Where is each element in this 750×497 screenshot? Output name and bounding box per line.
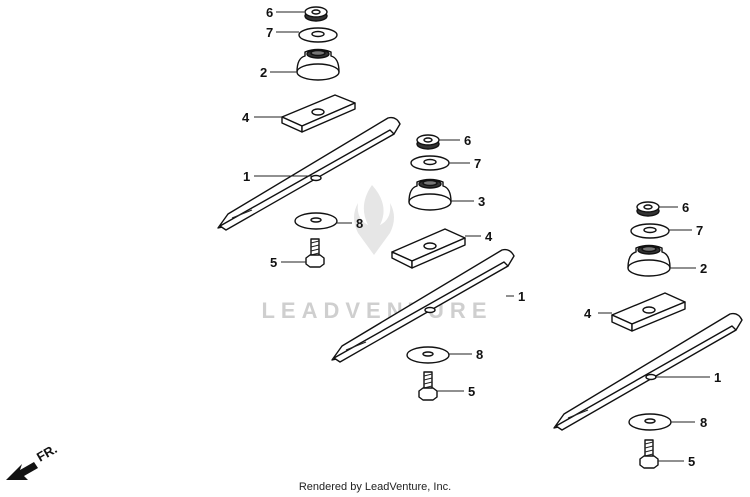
hub-icon	[627, 244, 671, 277]
washer-small-icon	[636, 201, 660, 217]
blade-icon	[331, 248, 515, 363]
callout-right-6: 6	[682, 200, 689, 215]
callout-right-8: 8	[700, 415, 707, 430]
callout-left-1: 1	[243, 169, 250, 184]
callout-left-7: 7	[266, 25, 273, 40]
bolt-icon	[305, 238, 325, 268]
callout-left-2: 2	[260, 65, 267, 80]
callout-center-6: 6	[464, 133, 471, 148]
callout-left-4: 4	[242, 110, 250, 125]
callout-center-4: 4	[485, 229, 493, 244]
callout-right-5: 5	[688, 454, 695, 469]
washer-large-icon	[406, 346, 450, 364]
watermark: LEADVENTURE	[261, 185, 492, 323]
callout-right-7: 7	[696, 223, 703, 238]
washer-small-icon	[416, 134, 440, 150]
direction-label: FR.	[34, 441, 60, 464]
callout-left-8: 8	[356, 216, 363, 231]
watermark-text: LEADVENTURE	[261, 298, 492, 323]
plate-icon	[391, 228, 466, 269]
washer-flat-icon	[630, 223, 670, 239]
assembly-right	[553, 201, 743, 469]
assembly-center	[331, 134, 515, 401]
callout-center-5: 5	[468, 384, 475, 399]
callout-right-1: 1	[714, 370, 721, 385]
footer-credit: Rendered by LeadVenture, Inc.	[298, 481, 452, 493]
callout-left-6: 6	[266, 5, 273, 20]
washer-flat-icon	[298, 27, 338, 43]
blade-icon	[553, 312, 743, 431]
blade-icon	[217, 116, 401, 231]
bolt-icon	[639, 439, 659, 469]
callout-center-3: 3	[478, 194, 485, 209]
washer-large-icon	[294, 212, 338, 230]
plate-icon	[611, 292, 686, 332]
callout-left-5: 5	[270, 255, 277, 270]
plate-icon	[281, 94, 356, 133]
washer-flat-icon	[410, 155, 450, 171]
hub-icon	[408, 178, 452, 211]
hub-icon	[296, 48, 340, 81]
washer-small-icon	[304, 6, 328, 22]
callout-center-8: 8	[476, 347, 483, 362]
callout-labels: 6 7 2 4 1 8 5 6 7 3 4 1 8 5 6 7 2 4 1 8 …	[242, 5, 721, 469]
callout-right-2: 2	[700, 261, 707, 276]
bolt-icon	[418, 371, 438, 401]
front-direction-arrow-icon: FR.	[6, 441, 60, 480]
callout-right-4: 4	[584, 306, 592, 321]
callout-center-1: 1	[518, 289, 525, 304]
callout-center-7: 7	[474, 156, 481, 171]
washer-large-icon	[628, 413, 672, 431]
assembly-left	[217, 6, 401, 268]
